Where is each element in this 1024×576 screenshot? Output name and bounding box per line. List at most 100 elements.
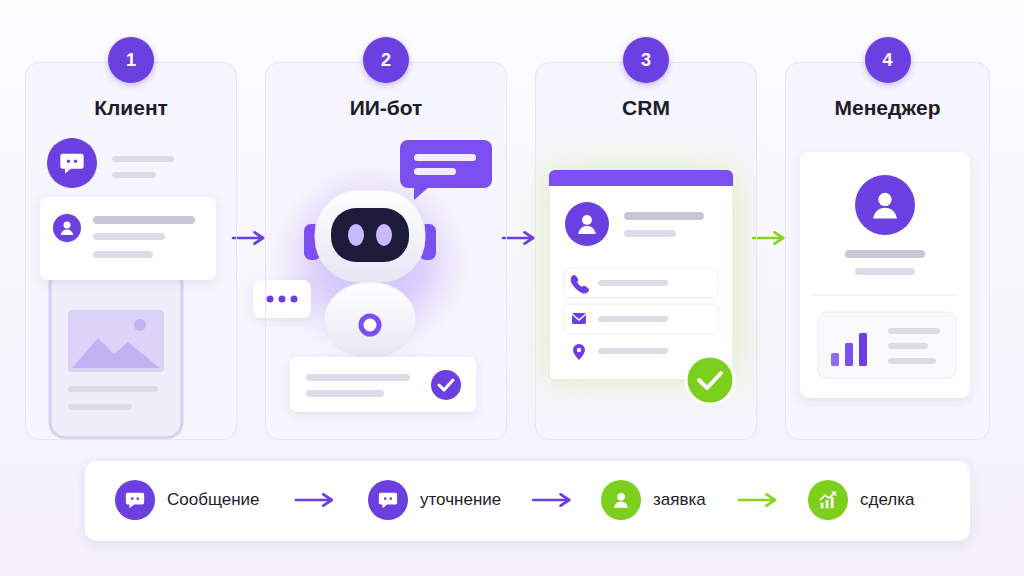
bottom-band xyxy=(85,461,970,541)
phone-illustration xyxy=(68,404,132,410)
crm-window xyxy=(624,230,676,237)
manager-card xyxy=(845,250,925,258)
flow-arrow xyxy=(739,499,775,502)
typing-bubble xyxy=(253,280,311,318)
crm-window xyxy=(572,313,586,324)
step-icon xyxy=(368,480,408,520)
chat-icon xyxy=(112,156,174,162)
typing-bubble xyxy=(279,296,286,303)
answer-card xyxy=(431,370,461,400)
panel-ground xyxy=(25,62,237,440)
step-icon xyxy=(808,480,848,520)
manager-card xyxy=(859,333,867,366)
panel-heading: Клиент xyxy=(26,95,236,120)
message-card xyxy=(93,251,153,258)
number-label: 4 xyxy=(865,37,911,83)
step-icon xyxy=(808,480,848,520)
manager-card xyxy=(812,295,958,296)
stage-panel: CRM3 xyxy=(535,62,757,440)
flow-arrow xyxy=(233,237,263,240)
answer-card xyxy=(306,390,384,397)
phone-illustration xyxy=(134,319,146,331)
crm-window xyxy=(549,170,733,186)
manager-card xyxy=(818,312,956,378)
crm-window xyxy=(565,202,609,246)
robot-illustration xyxy=(361,316,379,334)
panel-ground xyxy=(535,62,757,440)
robot-illustration xyxy=(331,208,409,262)
panel-ground xyxy=(785,62,990,440)
chat-icon xyxy=(47,138,97,188)
crm-window xyxy=(578,215,596,234)
step-icon xyxy=(368,480,408,520)
flow-arrow xyxy=(296,499,332,502)
robot-illustration xyxy=(324,282,416,358)
phone-illustration xyxy=(68,310,164,372)
step-label: уточнение xyxy=(420,490,501,510)
crm-window xyxy=(572,314,586,320)
manager-card xyxy=(800,152,970,398)
panel-heading: Менеджер xyxy=(786,95,989,120)
crm-window xyxy=(545,168,737,404)
message-card xyxy=(40,197,216,280)
step-icon xyxy=(820,492,836,508)
flow-arrow xyxy=(503,237,533,240)
number-label: 1 xyxy=(108,37,154,83)
step-icon xyxy=(126,493,144,509)
step-icon xyxy=(115,480,155,520)
step-label: Сообщение xyxy=(167,490,260,510)
robot-illustration xyxy=(348,224,364,246)
chat-icon xyxy=(112,172,156,178)
step-number: 1 xyxy=(108,37,154,83)
typing-bubble xyxy=(253,280,311,318)
manager-card xyxy=(831,353,839,366)
crm-window xyxy=(686,356,734,404)
bot-speech-bubble xyxy=(400,140,492,188)
answer-card xyxy=(439,380,453,390)
manager-card xyxy=(800,152,970,398)
step-icon xyxy=(601,480,641,520)
crm-window xyxy=(564,304,718,334)
bot-speech-bubble xyxy=(414,186,430,200)
crm-window xyxy=(577,348,581,352)
step-icon xyxy=(614,493,628,508)
step-label: заявка xyxy=(653,490,706,510)
step-number: 4 xyxy=(865,37,911,83)
answer-card xyxy=(290,357,476,412)
stage-panel: Менеджер4 xyxy=(785,62,990,440)
crm-window xyxy=(624,212,704,220)
step-number: 2 xyxy=(363,37,409,83)
number-label: 2 xyxy=(363,37,409,83)
answer-card xyxy=(306,374,410,381)
step-icon xyxy=(601,480,641,520)
chat-icon xyxy=(47,138,174,188)
stage-panel: Клиент1 xyxy=(25,62,237,440)
answer-card xyxy=(290,357,476,412)
manager-card xyxy=(873,193,897,219)
message-card xyxy=(93,233,165,240)
crm-window xyxy=(571,275,589,294)
manager-card xyxy=(888,328,940,334)
panel-heading: ИИ-бот xyxy=(266,95,506,120)
flow-step: Сообщение xyxy=(115,480,260,520)
flow-arrow xyxy=(533,499,569,502)
crm-window xyxy=(545,168,737,382)
stage-panel: ИИ-бот2 xyxy=(265,62,507,440)
chat-icon xyxy=(60,154,83,174)
panel-heading: CRM xyxy=(536,95,756,120)
message-card xyxy=(53,214,81,242)
crm-window xyxy=(564,268,718,298)
manager-card xyxy=(888,343,928,349)
crm-window xyxy=(699,373,721,388)
crm-window xyxy=(598,348,668,354)
bot-speech-bubble xyxy=(400,140,492,200)
flow-arrow xyxy=(753,237,783,240)
typing-bubble xyxy=(291,296,298,303)
step-number: 3 xyxy=(623,37,669,83)
bot-speech-bubble xyxy=(414,154,476,161)
bot-speech-bubble xyxy=(414,168,456,175)
robot-illustration xyxy=(315,190,425,282)
